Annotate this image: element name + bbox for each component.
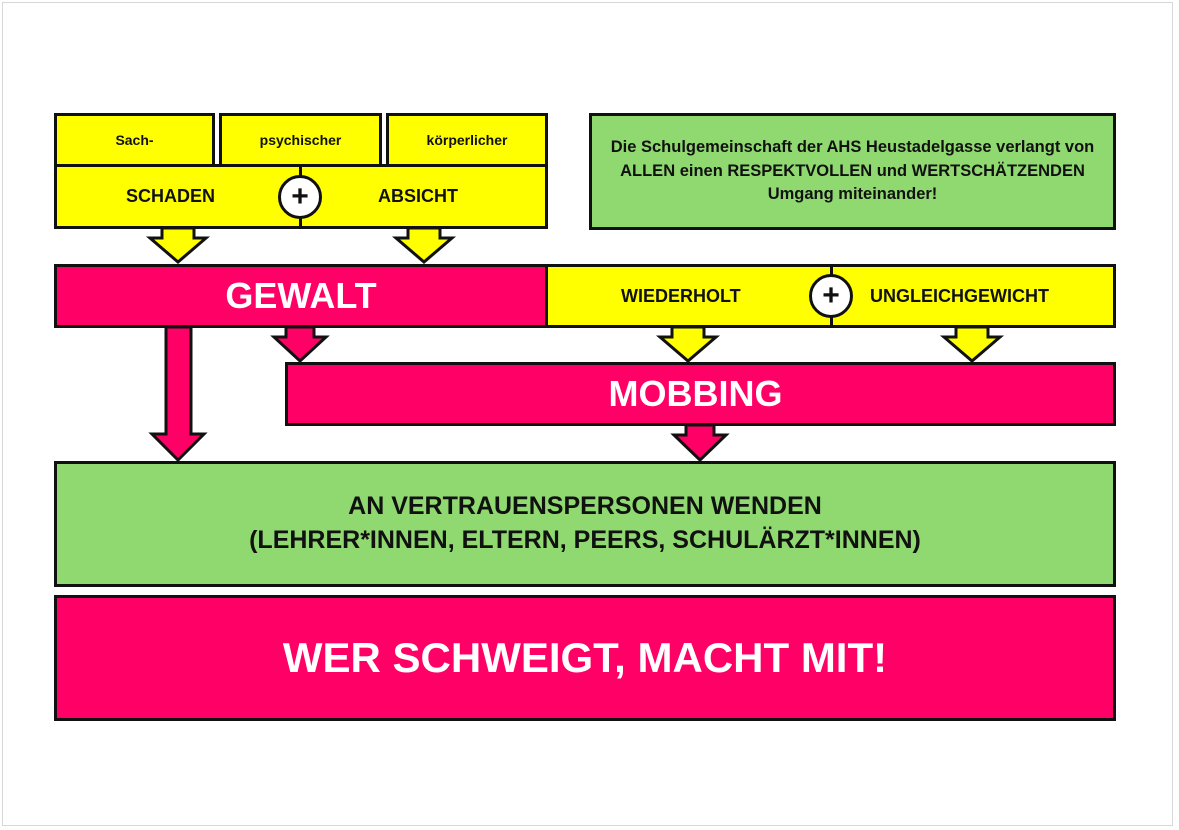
arrow-schaden-to-gewalt: [145, 226, 211, 264]
plus-icon: +: [809, 274, 853, 318]
slogan-box: WER SCHWEIGT, MACHT MIT!: [54, 595, 1116, 721]
help-box: AN VERTRAUENSPERSONEN WENDEN (LEHRER*INN…: [54, 461, 1116, 587]
gewalt-box: GEWALT: [54, 264, 548, 328]
help-line-2: (LEHRER*INNEN, ELTERN, PEERS, SCHULÄRZT*…: [249, 526, 921, 554]
label-psychischer: psychischer: [219, 113, 382, 167]
respect-statement: Die Schulgemeinschaft der AHS Heustadelg…: [589, 113, 1116, 230]
plus-icon: +: [278, 175, 322, 219]
arrow-gewalt-to-help: [148, 325, 208, 463]
mobbing-label: MOBBING: [608, 373, 783, 414]
label-sach: Sach-: [54, 113, 215, 167]
arrow-gewalt-to-mobbing: [270, 325, 330, 364]
arrow-mobbing-to-help: [670, 423, 730, 463]
arrow-wiederholt-to-mobbing: [655, 325, 721, 363]
arrow-absicht-to-gewalt: [391, 226, 457, 264]
label-koerperlicher: körperlicher: [386, 113, 548, 167]
schaden-label: SCHADEN: [126, 186, 216, 206]
wiederholt-label: WIEDERHOLT: [621, 286, 741, 306]
help-line-1: AN VERTRAUENSPERSONEN WENDEN: [348, 492, 822, 521]
slogan-label: WER SCHWEIGT, MACHT MIT!: [282, 634, 888, 681]
ungleichgewicht-label: UNGLEICHGEWICHT: [870, 286, 1049, 306]
mobbing-box: MOBBING: [285, 362, 1116, 426]
gewalt-label: GEWALT: [225, 275, 377, 316]
absicht-label: ABSICHT: [378, 186, 458, 206]
arrow-ungleichgewicht-to-mobbing: [939, 325, 1005, 363]
